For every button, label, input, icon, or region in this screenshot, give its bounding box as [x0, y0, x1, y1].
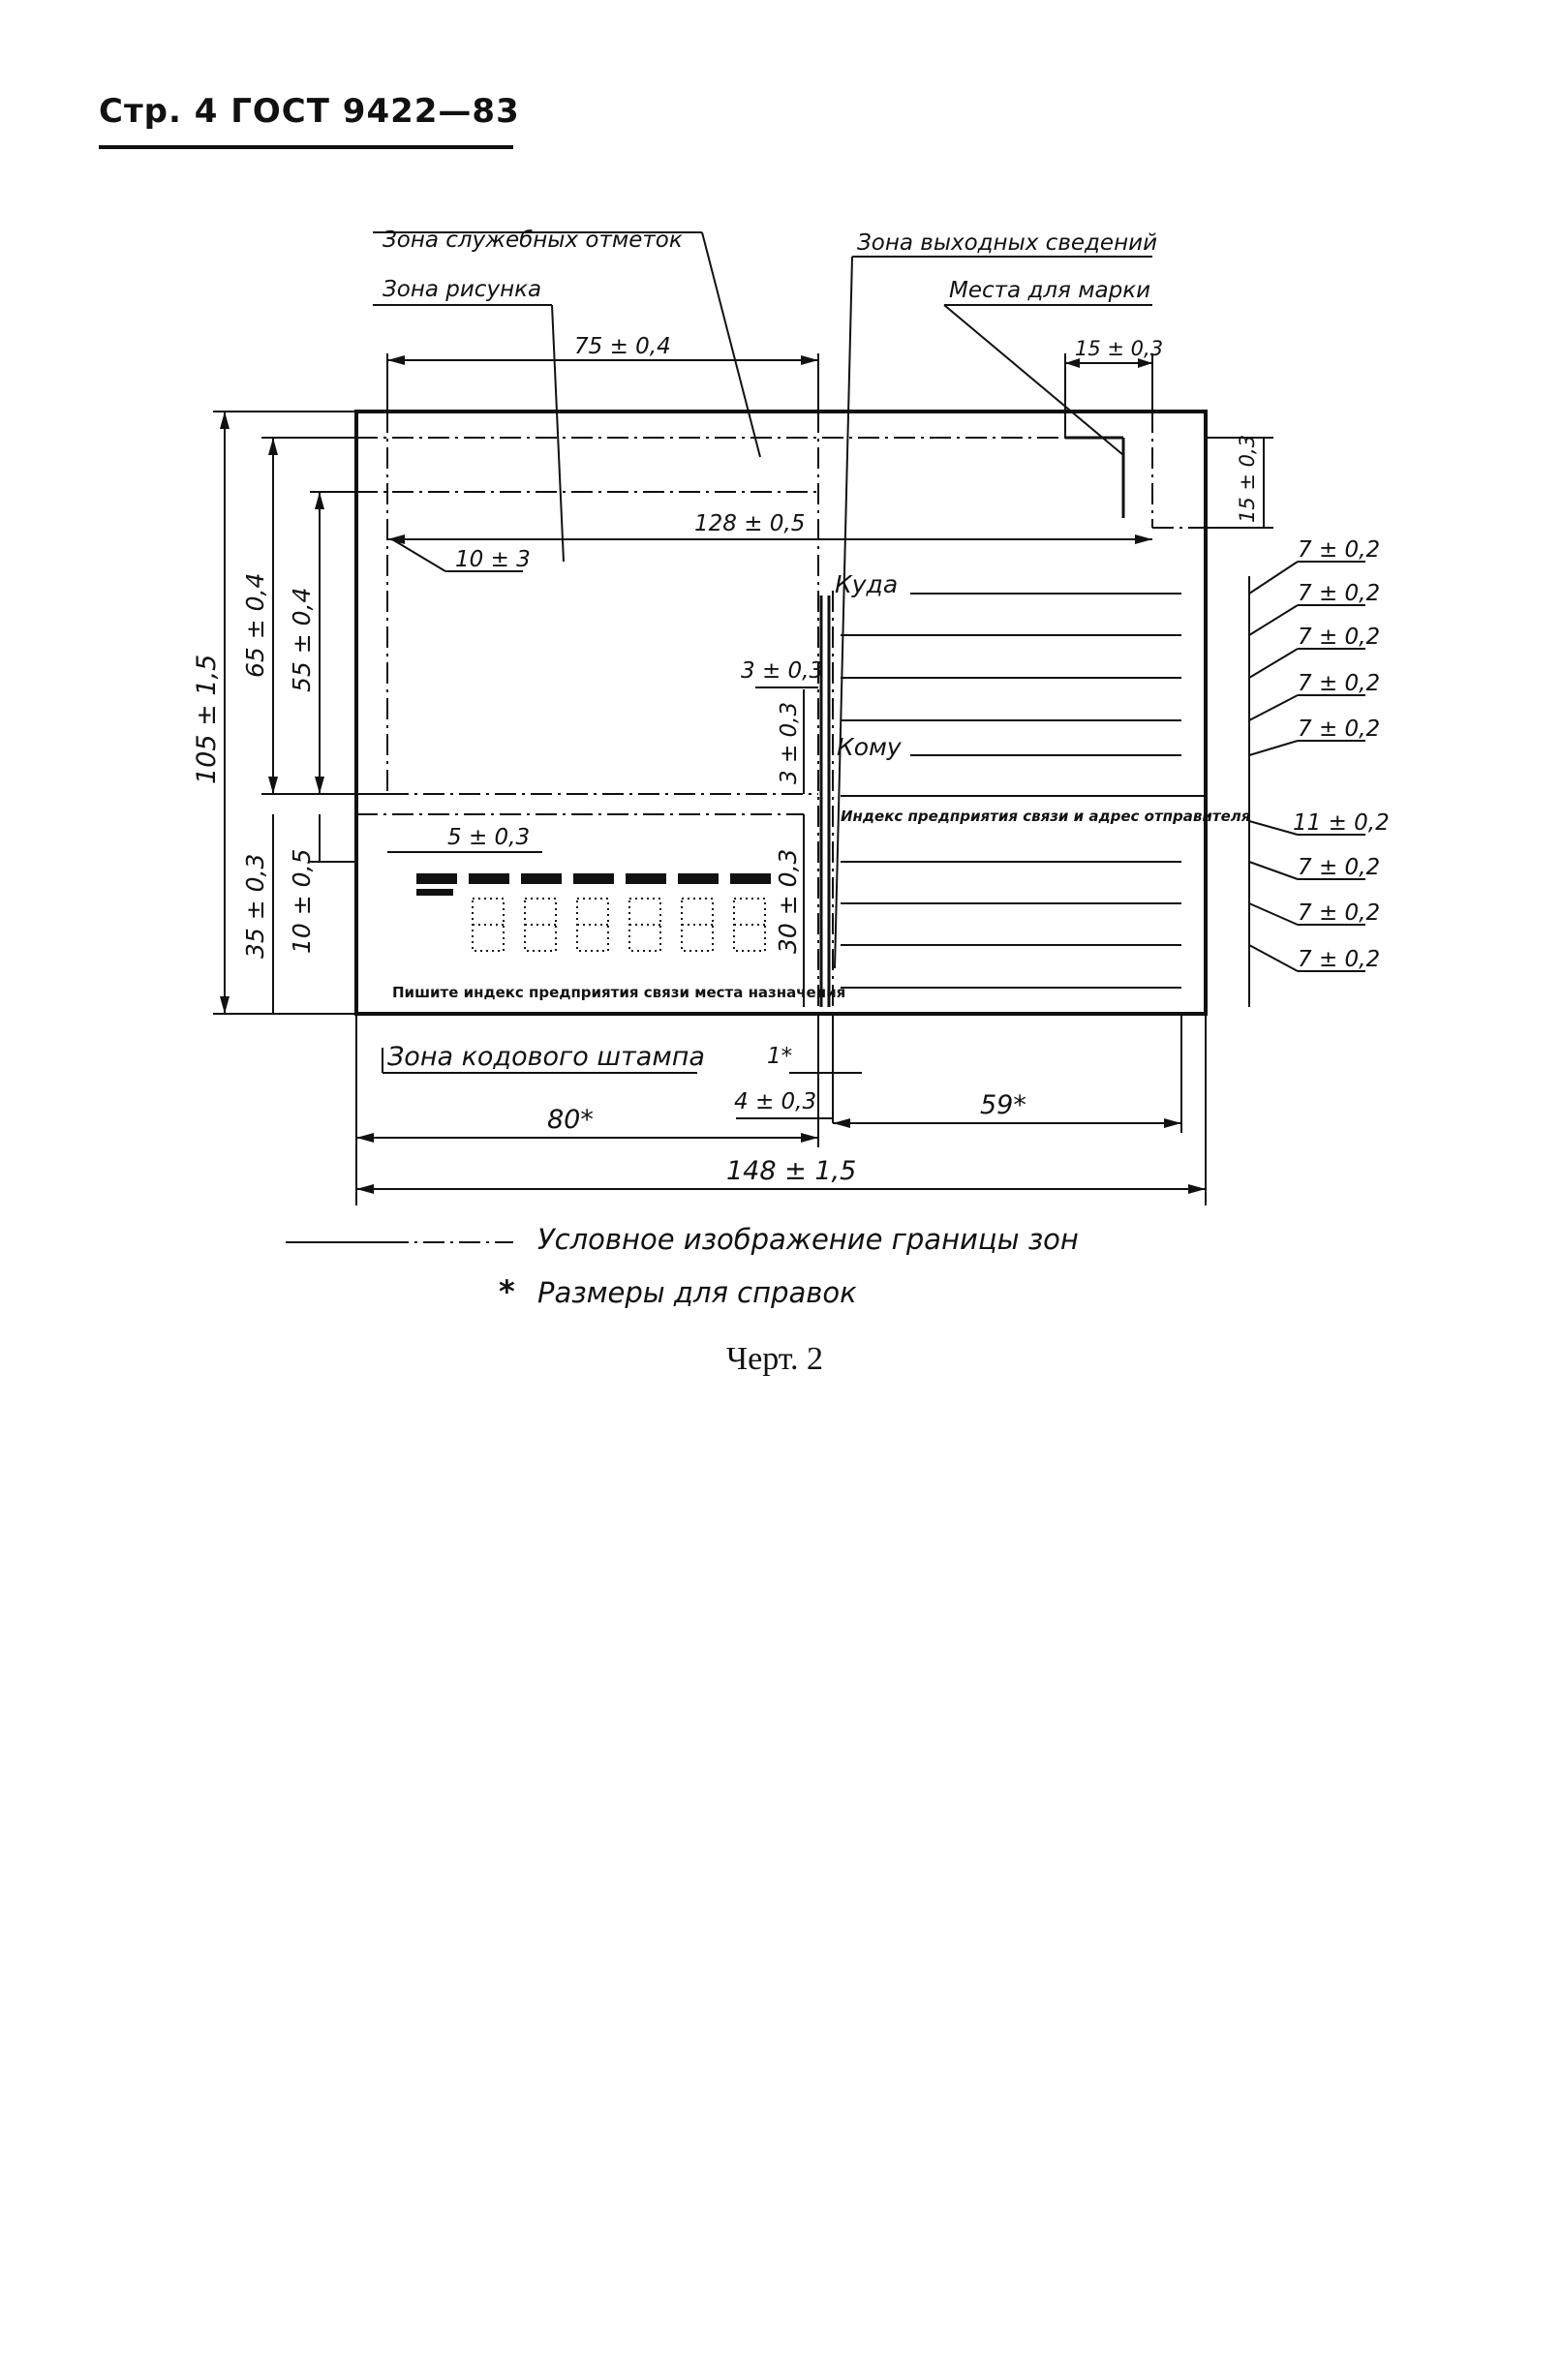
label-zone-picture: Зона рисунка [383, 277, 541, 302]
right-spacing-leaders [1248, 561, 1365, 972]
right-spacing-6: 11 ± 0,2 [1293, 810, 1390, 836]
right-spacing-7: 7 ± 0,2 [1298, 855, 1380, 880]
dim-75: 75 ± 0,4 [574, 334, 671, 359]
stamp-place-outline [1065, 436, 1125, 518]
dim-3-h: 3 ± 0,3 [741, 658, 823, 684]
right-spacing-9: 7 ± 0,2 [1298, 947, 1380, 972]
right-spacing-8: 7 ± 0,2 [1298, 900, 1380, 926]
legend-asterisk: * [499, 1273, 515, 1310]
dim-10-05: 10 ± 0,5 [288, 849, 316, 954]
card-outline [354, 410, 1208, 1016]
label-zone-service: Зона служебных отметок [383, 228, 683, 253]
code-stamp-bars [416, 873, 771, 896]
right-spacing-4: 7 ± 0,2 [1298, 671, 1380, 696]
label-leaders [373, 231, 1152, 969]
dim-30: 30 ± 0,3 [774, 849, 802, 954]
label-kuda: Куда [835, 570, 898, 598]
dim-4: 4 ± 0,3 [734, 1089, 816, 1114]
dimension-lines [213, 353, 1273, 1205]
legend-reference: Размеры для справок [537, 1276, 857, 1309]
label-stamp-place: Места для марки [949, 278, 1150, 303]
legend: Условное изображение границы зон * Разме… [286, 1223, 1079, 1310]
arrowheads [220, 355, 1206, 1194]
label-komu: Кому [837, 733, 903, 761]
address-margin-rules [819, 595, 831, 1007]
address-lines [841, 593, 1206, 989]
right-spacing-5: 7 ± 0,2 [1298, 717, 1380, 742]
page-header: Стр. 4 ГОСТ 9422—83 [99, 92, 520, 131]
dim-15-top: 15 ± 0,3 [1075, 337, 1163, 360]
dim-105: 105 ± 1,5 [192, 655, 222, 784]
dim-5: 5 ± 0,3 [447, 825, 530, 850]
right-spacing-1: 7 ± 0,2 [1298, 537, 1380, 563]
header-rule [99, 145, 513, 149]
dim-80: 80* [547, 1105, 594, 1135]
right-spacing-3: 7 ± 0,2 [1298, 625, 1380, 650]
dim-15-right: 15 ± 0,3 [1236, 435, 1259, 523]
legend-zone-boundary: Условное изображение границы зон [537, 1223, 1079, 1256]
label-sender-index: Индекс предприятия связи и адрес отправи… [841, 808, 1251, 825]
dim-59: 59* [980, 1090, 1026, 1120]
zone-boundaries [356, 412, 1206, 1014]
code-stamp-digit-cells [472, 898, 766, 952]
label-zone-output: Зона выходных сведений [857, 230, 1157, 256]
dim-55: 55 ± 0,4 [288, 588, 316, 692]
right-spacing-2: 7 ± 0,2 [1298, 581, 1380, 606]
dim-3-v: 3 ± 0,3 [777, 702, 802, 784]
label-dest-index: Пишите индекс предприятия связи места на… [392, 984, 845, 1001]
dim-128: 128 ± 0,5 [694, 511, 805, 536]
dim-1: 1* [767, 1044, 792, 1069]
dim-35: 35 ± 0,3 [241, 854, 269, 959]
label-zone-code-stamp: Зона кодового штампа [387, 1042, 705, 1072]
dim-10x3: 10 ± 3 [455, 547, 531, 572]
figure-caption: Черт. 2 [726, 1341, 824, 1377]
dim-148: 148 ± 1,5 [726, 1156, 856, 1186]
dim-65: 65 ± 0,4 [241, 573, 269, 678]
